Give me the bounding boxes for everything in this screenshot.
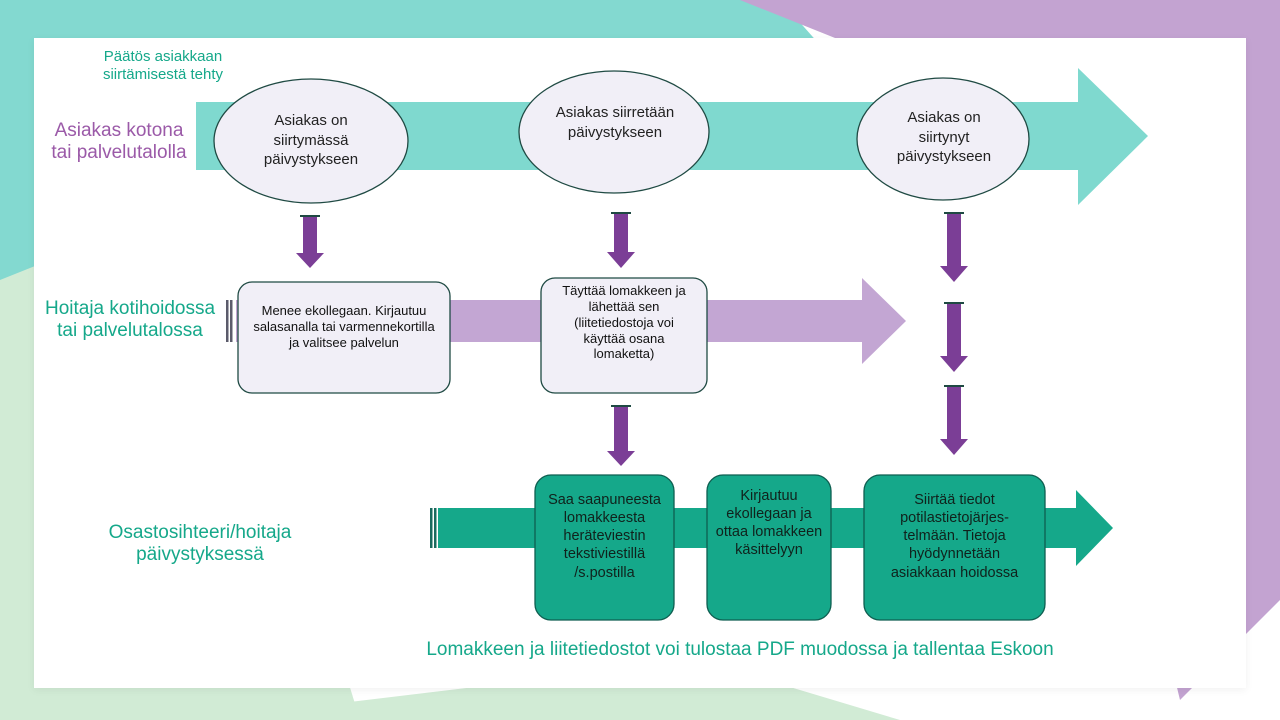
ellipse-1 [213,78,409,204]
secretary-box-3-label: Siirtää tiedot potilastietojärjes-telmää… [890,492,1019,581]
down-arrow-1 [296,215,324,268]
secretary-box-2 [706,474,832,621]
down-arrow-5 [940,385,968,455]
secretary-box-1-label: Saa saapuneesta lomakkeesta heräteviesti… [548,492,661,581]
down-arrow-6 [607,405,635,466]
down-arrow-3 [940,212,968,282]
footer-note: Lomakkeen ja liitetiedostot voi tulostaa… [426,639,1054,660]
secretary-box-1 [534,474,675,621]
nurse-box-2 [540,277,708,394]
ellipse-3 [856,77,1030,201]
nurse-box-2-label: Täyttää lomakkeen ja lähettää sen (liite… [562,283,686,362]
nurse-box-1-label: Menee ekollegaan. Kirjautuu salasanalla … [253,303,435,350]
decision-note: Päätös asiakkaan siirtämisestä tehty [102,48,224,83]
lane-label-patient: Asiakas kotona tai palvelutalolla [51,120,187,163]
ellipse-3-label: Asiakas on siirtynyt päivystykseen [896,109,992,165]
down-arrow-4 [940,302,968,372]
ellipse-2-label: Asiakas siirretään päivystykseen [555,104,675,141]
ellipse-2 [518,70,710,194]
nurse-box-1 [237,281,451,394]
secretary-box-3 [863,474,1046,621]
down-arrow-2 [607,212,635,268]
lane-label-secretary: Osastosihteeri/hoitaja päivystyksessä [108,522,292,565]
secretary-box-2-label: Kirjautuu ekollegaan ja ottaa lomakkeen … [715,488,823,559]
ellipse-1-label: Asiakas on siirtymässä päivystykseen [263,112,359,168]
lane-label-nurse: Hoitaja kotihoidossa tai palvelutalossa [44,298,216,341]
